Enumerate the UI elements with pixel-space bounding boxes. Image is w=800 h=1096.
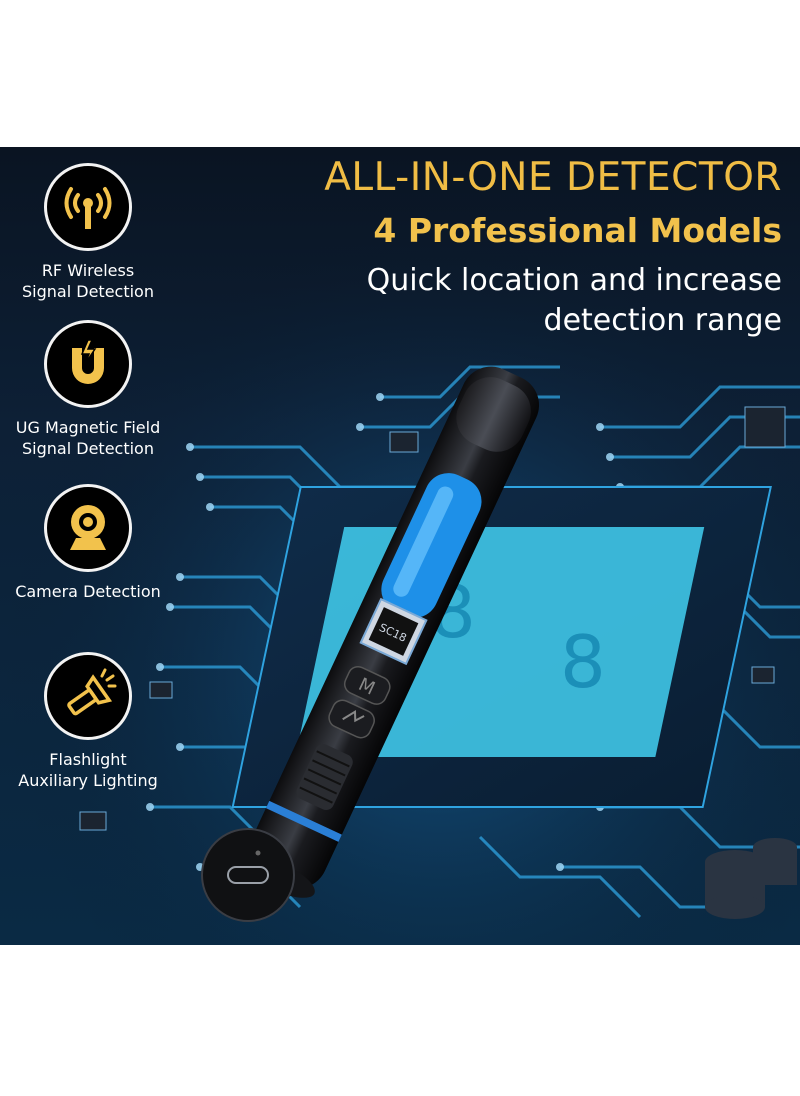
feature-label: Camera Detection — [15, 582, 161, 601]
tagline-line-1: Quick location and increase — [366, 263, 782, 298]
usb-c-port — [201, 828, 295, 922]
camera-icon — [44, 484, 132, 572]
feature-magnetic: UG Magnetic Field Signal Detection — [0, 320, 176, 459]
device-screen — [368, 607, 419, 656]
feature-label: Flashlight Auxiliary Lighting — [18, 750, 158, 790]
feature-label: RF Wireless Signal Detection — [22, 261, 154, 301]
feature-flashlight: Flashlight Auxiliary Lighting — [0, 652, 176, 791]
feature-rf-wireless: RF Wireless Signal Detection — [0, 163, 176, 302]
rf-antenna-icon — [44, 163, 132, 251]
headline-title: ALL-IN-ONE DETECTOR — [324, 155, 782, 200]
product-banner: 8 8 SC18 M ALL-IN-ONE DETECT — [0, 147, 800, 945]
magnet-icon — [44, 320, 132, 408]
feature-label: UG Magnetic Field Signal Detection — [15, 418, 161, 458]
mode-button[interactable] — [341, 663, 393, 707]
circuit-board-background: 8 8 SC18 M — [0, 147, 800, 945]
chip-digit-right: 8 — [560, 620, 606, 704]
flashlight-button[interactable] — [326, 697, 378, 741]
feature-camera: Camera Detection — [0, 484, 176, 602]
headline-tagline: Quick location and increase detection ra… — [367, 261, 782, 341]
headline-subtitle: 4 Professional Models — [373, 211, 782, 250]
tagline-line-2: detection range — [543, 303, 782, 338]
flashlight-icon — [44, 652, 132, 740]
